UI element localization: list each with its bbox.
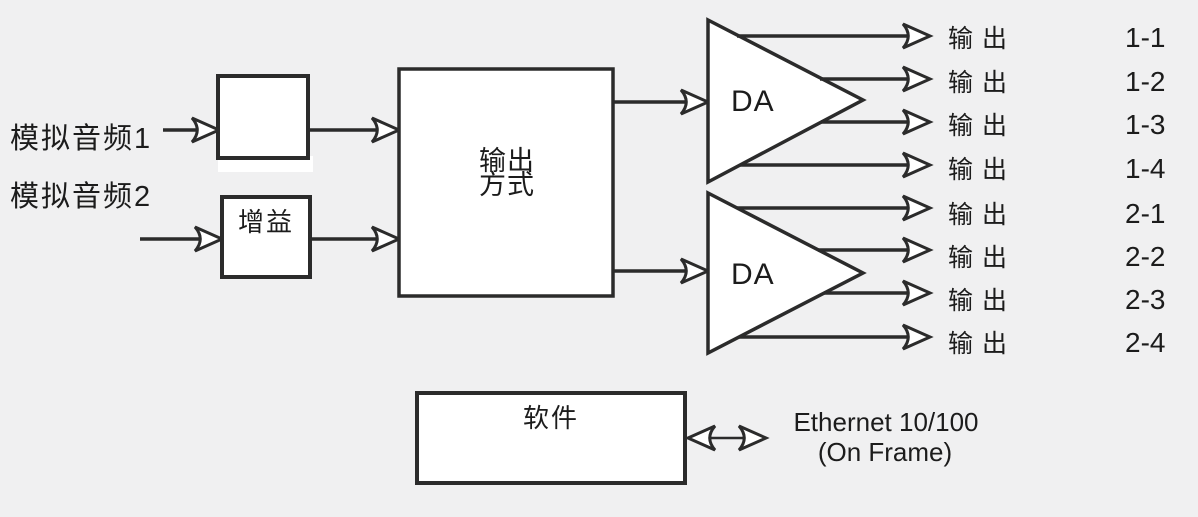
- output-label: 输出: [948, 201, 1016, 229]
- output-mode-label-line2: 方式: [479, 170, 535, 200]
- output-label: 输出: [948, 112, 1016, 140]
- gain-box: [220, 195, 312, 279]
- software-box: [415, 391, 687, 485]
- da2-label: DA: [731, 258, 775, 291]
- output-number: 2-4: [1125, 327, 1165, 358]
- gain-label: 增益: [238, 207, 294, 237]
- ethernet-label-line1: Ethernet 10/100: [793, 407, 978, 437]
- da1-triangle: [706, 17, 867, 185]
- output-label: 输出: [948, 244, 1016, 272]
- output-number: 2-2: [1125, 241, 1165, 272]
- da2-triangle: [706, 190, 867, 356]
- output-number: 2-3: [1125, 284, 1165, 315]
- input1-label: 模拟音频1: [10, 122, 152, 155]
- output-number: 1-3: [1125, 109, 1165, 140]
- output-number: 2-1: [1125, 198, 1165, 229]
- output-number: 1-4: [1125, 153, 1165, 184]
- output-number: 1-1: [1125, 22, 1165, 53]
- output-mode-box: [397, 67, 615, 298]
- da1-label: DA: [731, 85, 775, 118]
- output-label: 输出: [948, 330, 1016, 358]
- ethernet-label-line2: (On Frame): [818, 437, 952, 467]
- output-mode-label-line1: 输出: [479, 146, 535, 176]
- input2-label: 模拟音频2: [10, 180, 152, 213]
- output-label: 输出: [948, 287, 1016, 315]
- output-label: 输出: [948, 69, 1016, 97]
- output-label: 输出: [948, 25, 1016, 53]
- output-number: 1-2: [1125, 66, 1165, 97]
- software-label: 软件: [523, 403, 579, 433]
- output-label: 输出: [948, 156, 1016, 184]
- input1-stage-box: [216, 74, 310, 160]
